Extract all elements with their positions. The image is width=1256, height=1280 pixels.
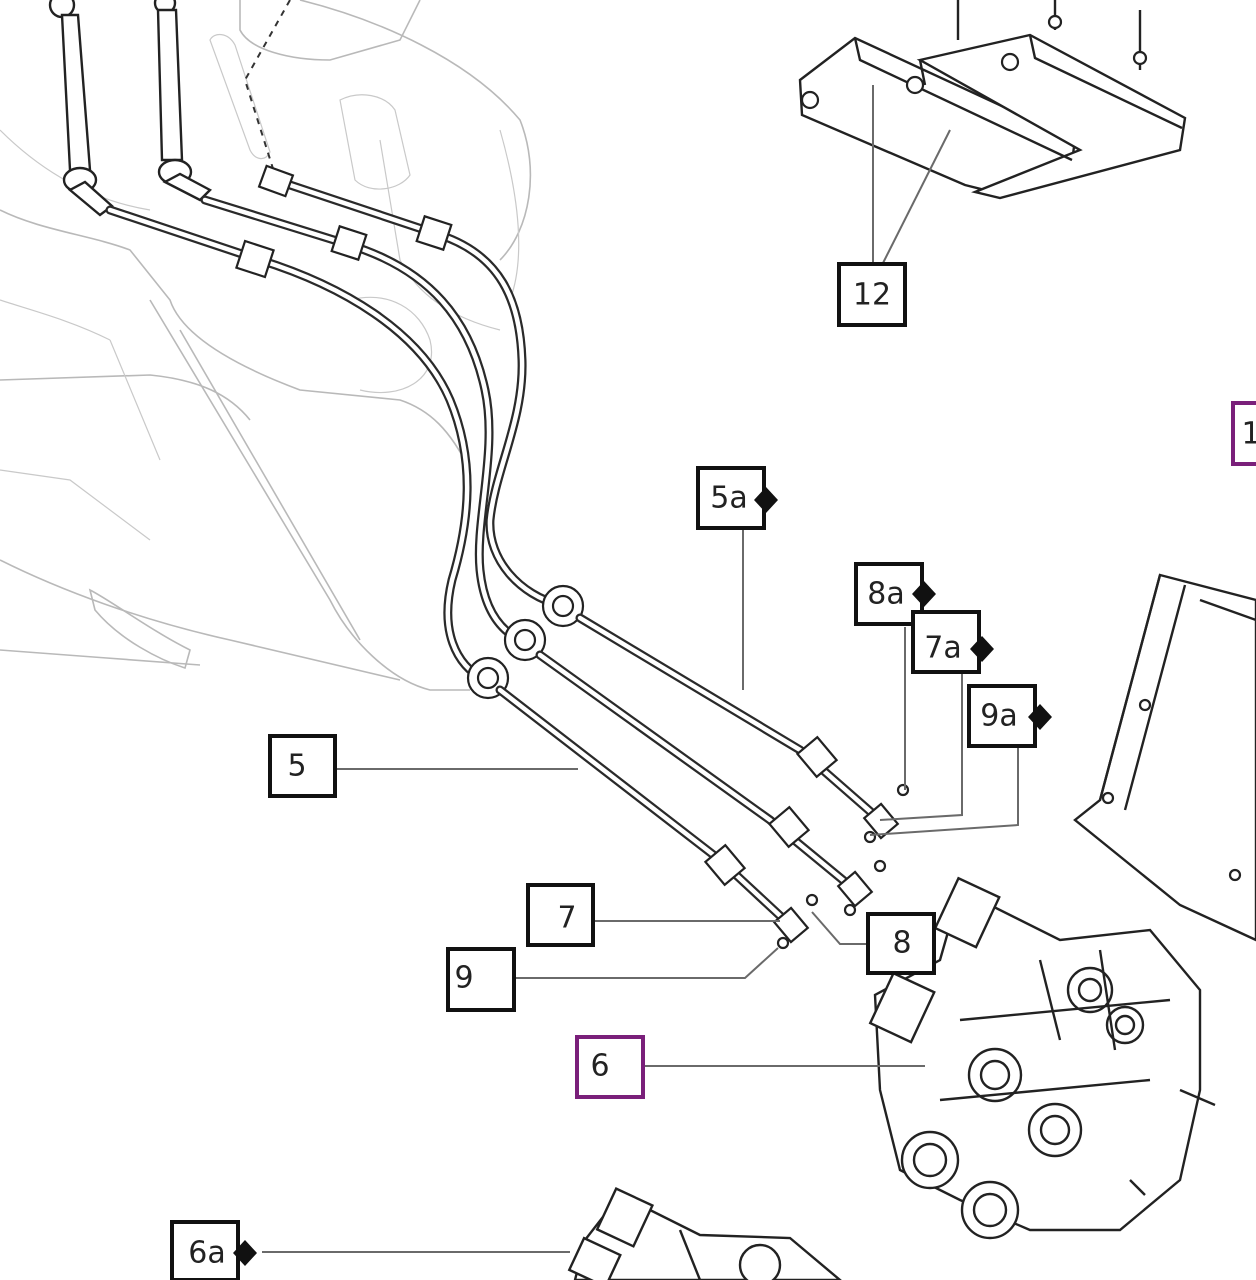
callout-7a[interactable]: 7a — [911, 610, 994, 674]
callout-7[interactable]: 7 — [526, 883, 595, 947]
leader-lines — [262, 85, 1019, 1253]
callout-9a[interactable]: 9a — [967, 684, 1052, 748]
diamond-marker-8a — [912, 581, 936, 607]
frame-plate-right — [1073, 573, 1256, 942]
control-valve-assembly-secondary — [567, 1187, 842, 1280]
dashed-guide-line — [243, 0, 291, 176]
callout-1-partial[interactable]: 1 — [1231, 401, 1256, 466]
callout-6a[interactable]: 6a — [170, 1220, 257, 1280]
callout-9[interactable]: 9 — [446, 947, 516, 1012]
svg-text:6: 6 — [590, 1049, 609, 1084]
callout-6[interactable]: 6 — [575, 1035, 645, 1099]
svg-text:9a: 9a — [980, 699, 1017, 734]
svg-text:5: 5 — [287, 749, 306, 784]
diamond-marker-9a — [1028, 704, 1052, 730]
diamond-marker-7a — [970, 636, 994, 662]
svg-text:7a: 7a — [924, 631, 961, 666]
control-lever-left — [48, 0, 114, 217]
callout-8a[interactable]: 8a — [854, 562, 936, 626]
mounting-bracket — [798, 0, 1187, 200]
control-cables — [105, 164, 910, 950]
svg-text:8a: 8a — [867, 577, 904, 612]
svg-text:8: 8 — [892, 926, 911, 961]
svg-text:1: 1 — [1241, 417, 1256, 452]
svg-text:12: 12 — [853, 278, 891, 313]
callout-12[interactable]: 12 — [837, 262, 907, 327]
diamond-marker-5a — [754, 487, 778, 513]
callout-8[interactable]: 8 — [866, 912, 936, 975]
control-valve-assembly — [868, 876, 1216, 1240]
svg-text:9: 9 — [454, 961, 473, 996]
control-lever-right — [153, 0, 212, 202]
svg-text:7: 7 — [557, 901, 576, 936]
svg-text:6a: 6a — [188, 1236, 225, 1271]
diamond-marker-6a — [233, 1240, 257, 1266]
svg-text:5a: 5a — [710, 481, 747, 516]
callout-5[interactable]: 5 — [268, 734, 337, 798]
callout-5a[interactable]: 5a — [696, 466, 778, 530]
